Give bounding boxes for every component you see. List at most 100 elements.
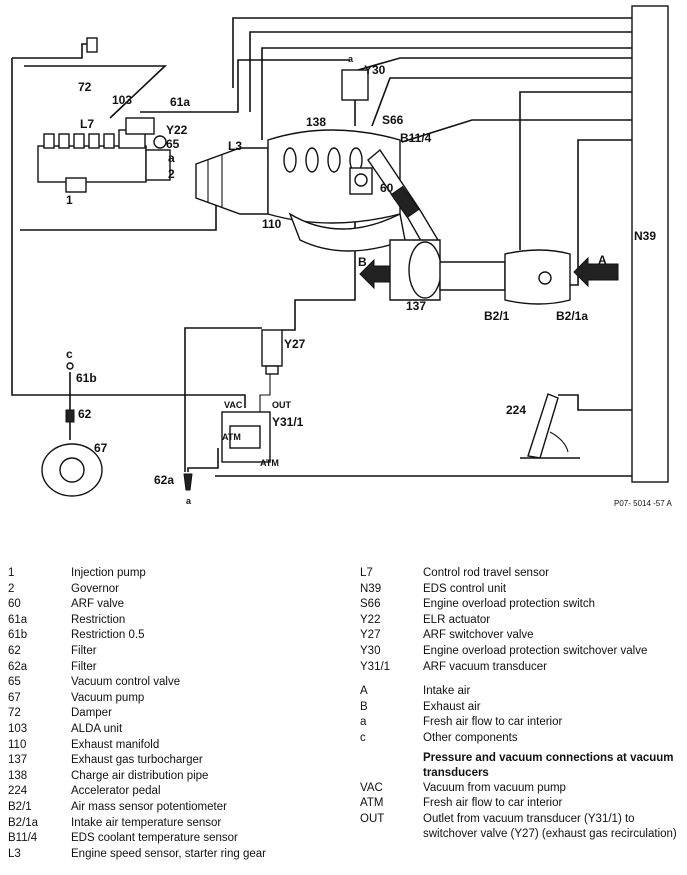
wire-pedal <box>558 394 632 411</box>
intake-air-temp-sensor <box>538 271 552 285</box>
pump-drive <box>65 177 87 193</box>
label-a-left: a <box>168 151 175 165</box>
legend-desc: Fresh air flow to car interior <box>423 716 563 729</box>
restriction-61b <box>66 362 74 370</box>
legend-code: 67 <box>8 691 21 704</box>
vac-line-alda <box>24 65 168 119</box>
legend-code: 110 <box>8 738 27 751</box>
legend-code: N39 <box>360 582 382 595</box>
legend-row: c Other components <box>360 731 680 747</box>
legend-section-title: Pressure and vacuum connections at vacuu… <box>423 751 674 779</box>
legend-code: 62a <box>8 660 28 673</box>
label-arrow-b: B <box>358 255 367 269</box>
label-103: 103 <box>112 93 132 107</box>
legend-code: ATM <box>360 797 384 810</box>
filter-62 <box>65 409 75 423</box>
label-y31-1: Y31/1 <box>272 415 304 429</box>
label-1: 1 <box>66 193 73 207</box>
label-out: OUT <box>272 400 292 410</box>
legend-desc: Vacuum control valve <box>71 676 181 689</box>
label-y27: Y27 <box>284 337 306 351</box>
legend-desc: Air mass sensor potentiometer <box>71 800 227 813</box>
wire-b114 <box>401 119 632 143</box>
legend-desc: ALDA unit <box>71 722 123 735</box>
legend-desc: Restriction <box>71 613 126 626</box>
legend-code: Y27 <box>360 629 381 642</box>
pedal-motion-arrow <box>549 431 569 453</box>
legend-code: 2 <box>8 582 15 595</box>
alda-unit <box>125 117 155 135</box>
legend-code: A <box>360 685 368 698</box>
wire-y22 <box>249 31 632 112</box>
label-62: 62 <box>78 407 92 421</box>
legend-desc: Vacuum from vacuum pump <box>423 781 566 794</box>
label-b11-4: B11/4 <box>400 131 432 145</box>
legend-code: 137 <box>8 754 28 767</box>
legend-row: a Fresh air flow to car interior <box>360 715 680 731</box>
legend-desc: Control rod travel sensor <box>423 567 549 579</box>
accelerator-pedal <box>527 393 559 459</box>
label-72: 72 <box>78 80 92 94</box>
legend-desc: Filter <box>71 660 97 673</box>
label-atm-1: ATM <box>222 432 241 442</box>
legend-code: 103 <box>8 722 28 735</box>
label-62a: 62a <box>154 473 174 487</box>
label-224: 224 <box>506 403 526 417</box>
vac-line-arf <box>282 172 356 331</box>
legend-code: S66 <box>360 598 381 611</box>
legend-code: a <box>360 716 367 729</box>
legend-desc: Governor <box>71 582 119 595</box>
y30-switchover-valve <box>341 69 369 101</box>
label-110: 110 <box>262 217 282 231</box>
legend-desc: Injection pump <box>71 567 146 579</box>
legend-code: c <box>360 731 366 744</box>
label-y22: Y22 <box>166 123 188 137</box>
legend-code: B11/4 <box>8 832 38 845</box>
egr-bellows <box>390 185 420 219</box>
legend-code: B2/1 <box>8 800 32 813</box>
damper <box>86 37 98 53</box>
legend-code: VAC <box>360 781 383 794</box>
label-s66: S66 <box>382 113 404 127</box>
legend-desc: Vacuum pump <box>71 691 145 704</box>
legend-row: 65 Vacuum control valve <box>8 675 358 691</box>
legend-code: 1 <box>8 567 15 579</box>
legend-desc: ARF valve <box>71 598 125 611</box>
legend-desc: Accelerator pedal <box>71 785 161 798</box>
legend-row: 2 Governor <box>8 582 358 598</box>
legend-desc: EDS coolant temperature sensor <box>71 832 238 845</box>
legend-row: B11/4 EDS coolant temperature sensor <box>8 831 358 847</box>
legend-code: 60 <box>8 598 21 611</box>
filter-62a <box>183 473 193 491</box>
label-l3: L3 <box>228 139 242 153</box>
legend-row: 1 Injection pump <box>8 566 358 582</box>
label-138: 138 <box>306 115 326 129</box>
n39-control-unit <box>631 5 669 483</box>
legend-desc: Exhaust manifold <box>71 738 160 751</box>
legend-row: 67 Vacuum pump <box>8 691 358 707</box>
legend-left-column: 1 Injection pump 2 Governor 60 ARF valve 61… <box>8 566 358 862</box>
legend-code: 65 <box>8 676 21 689</box>
legend-row: B2/1 Air mass sensor potentiometer <box>8 800 358 816</box>
legend-desc: ELR actuator <box>423 613 491 626</box>
legend-desc: Engine speed sensor, starter ring gear <box>71 847 266 860</box>
legend-desc: Other components <box>423 731 518 744</box>
label-2: 2 <box>168 167 175 181</box>
intake-pipe <box>439 261 506 291</box>
